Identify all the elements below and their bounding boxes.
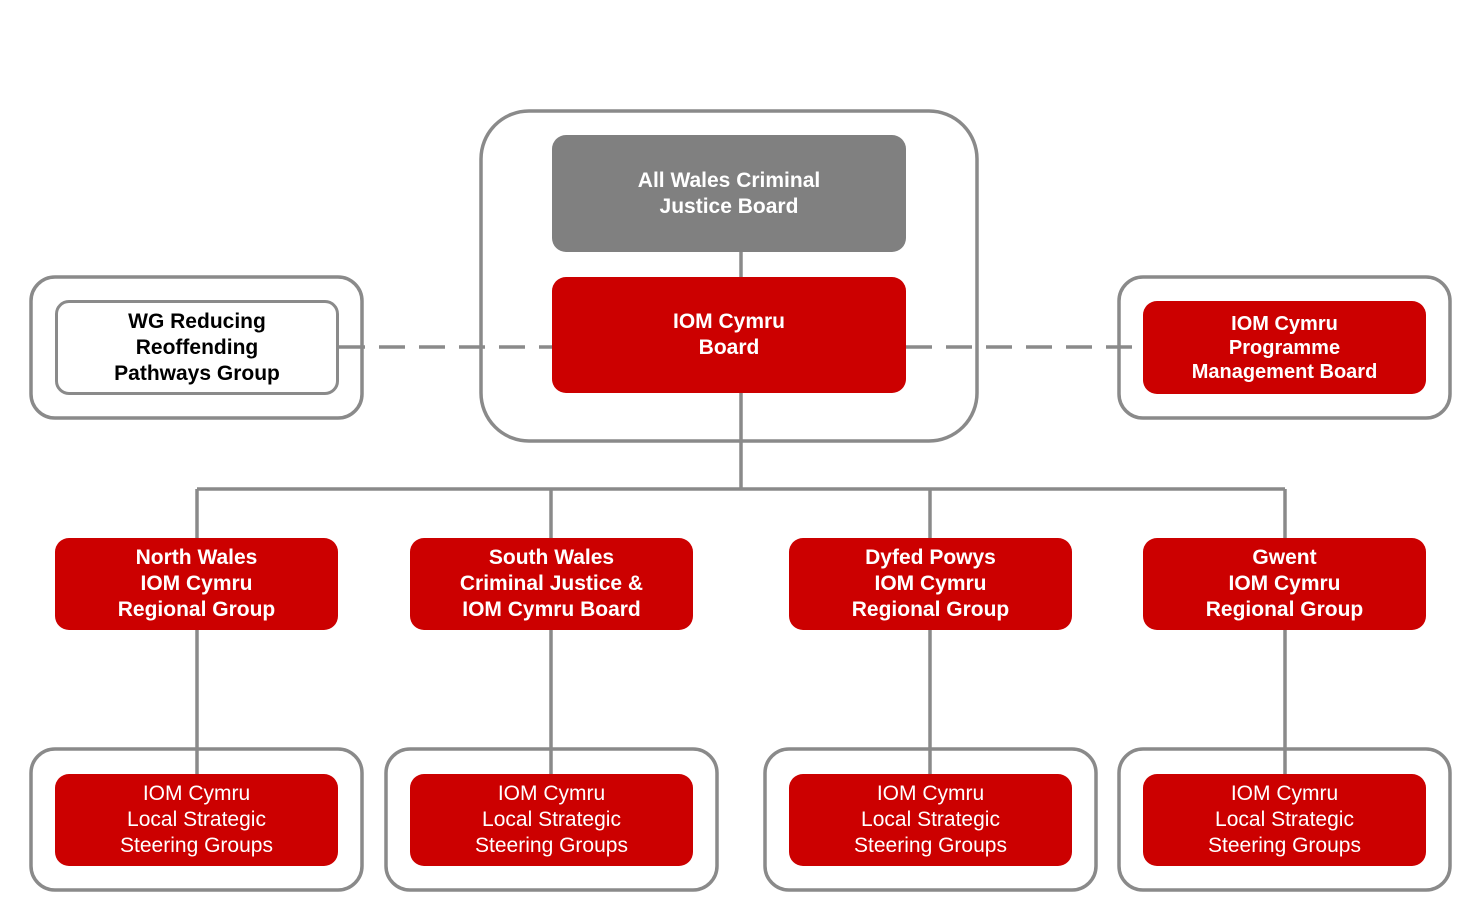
north-local-steering-groups: IOM Cymru Local Strategic Steering Group…	[55, 774, 338, 866]
south-local-steering-groups: IOM Cymru Local Strategic Steering Group…	[410, 774, 693, 866]
iom-cymru-programme-management-board: IOM Cymru Programme Management Board	[1143, 301, 1426, 394]
node-line: IOM Cymru	[672, 310, 785, 333]
south-wales-criminal-justice-iom-board: South Wales Criminal Justice & IOM Cymru…	[410, 538, 693, 630]
node-line: IOM Cymru	[1231, 312, 1338, 335]
node-line: Steering Groups	[854, 834, 1007, 857]
node-line: Local Strategic	[127, 808, 266, 831]
node-line: Steering Groups	[1208, 834, 1361, 857]
central-frame	[479, 109, 979, 443]
node-line: Steering Groups	[475, 834, 628, 857]
node-line: IOM Cymru	[874, 572, 987, 595]
node-line: Local Strategic	[1215, 808, 1354, 831]
dyfed-local-steering-groups: IOM Cymru Local Strategic Steering Group…	[789, 774, 1072, 866]
node-line: Programme	[1228, 336, 1341, 359]
node-line: IOM Cymru Board	[462, 598, 641, 621]
node-line: Justice Board	[659, 194, 799, 218]
node-line: Regional Group	[117, 598, 276, 621]
north-wales-regional-group: North Wales IOM Cymru Regional Group	[55, 538, 338, 630]
dyfed-powys-regional-group: Dyfed Powys IOM Cymru Regional Group	[789, 538, 1072, 630]
node-line: Gwent	[1252, 546, 1317, 569]
node-line: South Wales	[488, 546, 615, 569]
node-line: WG Reducing	[128, 309, 266, 333]
node-line: Reoffending	[135, 335, 259, 359]
node-line: IOM Cymru	[497, 782, 606, 805]
node-line: All Wales Criminal	[637, 168, 821, 192]
node-line: North Wales	[135, 546, 258, 569]
node-line: Pathways Group	[114, 361, 280, 385]
node-line: IOM Cymru	[142, 782, 251, 805]
gwent-regional-group: Gwent IOM Cymru Regional Group	[1143, 538, 1426, 630]
node-line: Board	[698, 336, 760, 359]
iom-cymru-board: IOM Cymru Board	[552, 277, 906, 393]
node-line: Management Board	[1191, 360, 1378, 383]
node-line: IOM Cymru	[1230, 782, 1339, 805]
node-line: Dyfed Powys	[865, 546, 996, 569]
node-line: Criminal Justice &	[459, 572, 644, 595]
wg-reducing-reoffending-pathways-group: WG Reducing Reoffending Pathways Group	[55, 300, 339, 395]
gwent-local-steering-groups: IOM Cymru Local Strategic Steering Group…	[1143, 774, 1426, 866]
node-line: IOM Cymru	[876, 782, 985, 805]
node-line: Local Strategic	[482, 808, 621, 831]
node-line: Local Strategic	[861, 808, 1000, 831]
node-line: Steering Groups	[120, 834, 273, 857]
node-line: Regional Group	[851, 598, 1010, 621]
node-line: Regional Group	[1205, 598, 1364, 621]
node-line: IOM Cymru	[1228, 572, 1341, 595]
node-line: IOM Cymru	[140, 572, 253, 595]
all-wales-criminal-justice-board: All Wales Criminal Justice Board	[552, 135, 906, 252]
